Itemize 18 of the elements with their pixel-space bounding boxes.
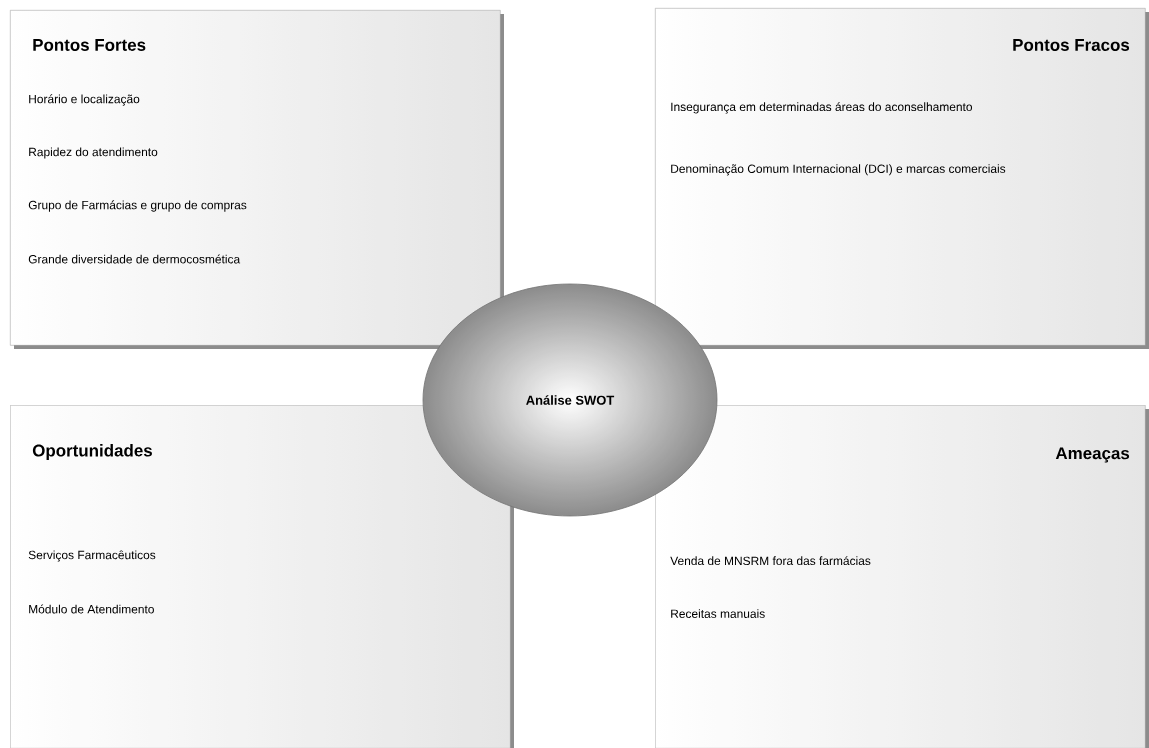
list-item: Horário e localização xyxy=(29,94,140,106)
box-heading: Oportunidades xyxy=(32,444,152,460)
list-item: Grupo de Farmácias e grupo de compras xyxy=(28,200,247,212)
list-item: Receitas manuais xyxy=(671,609,765,618)
swot-box xyxy=(655,8,1149,349)
box-heading: Ameaças xyxy=(1055,447,1130,463)
list-item: Insegurança em determinadas áreas do aconselhamento xyxy=(671,102,973,114)
box-heading: Pontos Fortes xyxy=(33,39,146,51)
swot-box xyxy=(10,405,514,748)
swot-box xyxy=(655,405,1149,748)
box-heading: Pontos Fracos xyxy=(1013,39,1130,51)
list-item: Serviços Farmacêuticos xyxy=(28,550,156,562)
list-item: Módulo de Atendimento xyxy=(29,604,154,614)
swot-box xyxy=(10,10,504,349)
list-item: Denominação Comum Internacional (DCI) e marcas comerciais xyxy=(671,164,1006,176)
list-item: Rapidez do atendimento xyxy=(29,147,158,159)
list-item: Grande diversidade de dermocosmética xyxy=(28,254,241,264)
list-item: Venda de MNSRM fora das farmácias xyxy=(670,556,871,566)
